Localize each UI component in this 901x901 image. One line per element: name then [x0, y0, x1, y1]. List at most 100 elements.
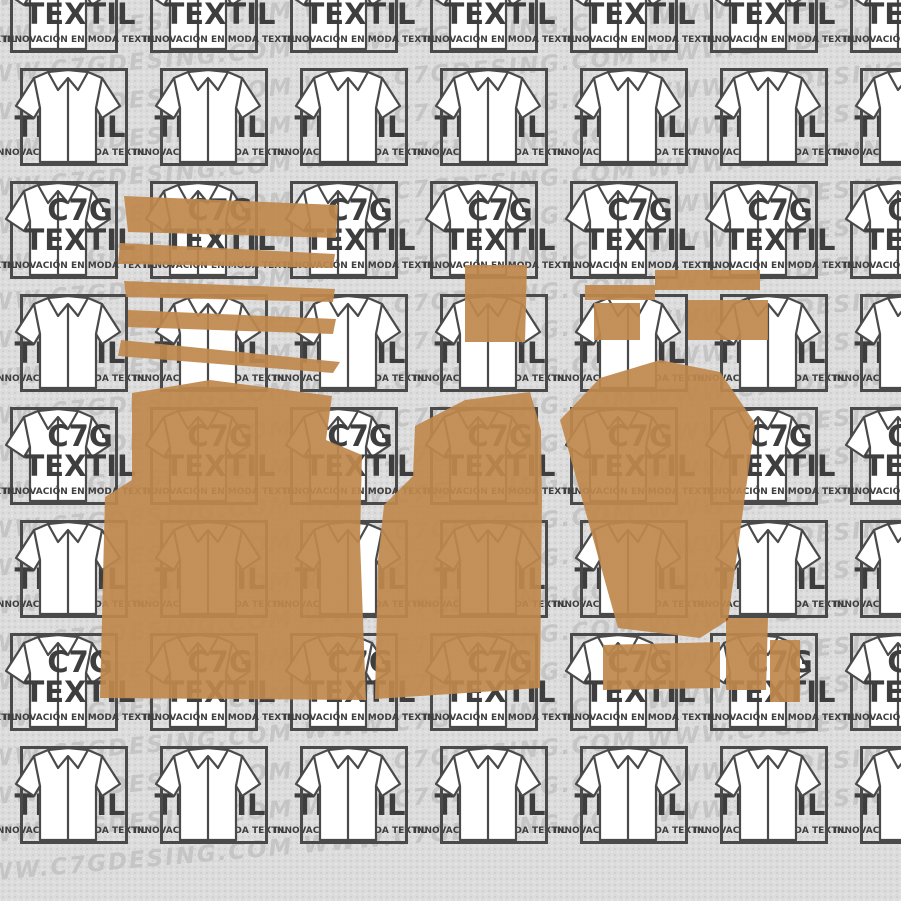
- brand-tagline: INNOVACIÓN EN MODA TEXTIL: [0, 261, 17, 271]
- shirt-icon: [14, 0, 102, 51]
- shirt-icon: [14, 746, 122, 842]
- brand-title-line1: C7G: [47, 193, 113, 227]
- shirt-icon: [4, 181, 112, 277]
- brand-title-line2: TEXTIL: [444, 223, 556, 257]
- brand-tagline: INNOVACIÓN EN MODA TEXTIL: [703, 713, 857, 723]
- cuff-pieces-piece: [770, 640, 800, 702]
- brand-tagline: INNOVACIÓN EN MODA TEXTIL: [423, 35, 577, 45]
- brand-tagline: INNOVACIÓN EN MODA TEXTIL: [703, 35, 857, 45]
- shirt-icon: [434, 68, 542, 164]
- brand-tagline: INNOVACIÓN EN MODA TEXTIL: [283, 35, 437, 45]
- brand-tagline: INNOVACIÓN EN MODA TEXTIL: [843, 713, 901, 723]
- shirt-icon: [844, 633, 901, 729]
- shirt-frame: [850, 181, 901, 279]
- shirt-icon: [574, 746, 682, 842]
- brand-title-line1: C7G: [47, 419, 113, 453]
- shirt-icon: [844, 181, 901, 277]
- brand-title-line2: TEXTIL: [304, 0, 416, 31]
- brand-tagline: INNOVACIÓN EN MODA TEXTIL: [283, 713, 437, 723]
- brand-tagline: INNOVACIÓN EN MODA TEXTIL: [703, 487, 857, 497]
- shirt-icon: [434, 0, 522, 51]
- shirt-icon: [154, 0, 242, 51]
- brand-tagline: INNOVACIÓN EN MODA TEXTIL: [0, 487, 17, 497]
- brand-logo-tile: C7G TEXTIL INNOVACIÓN EN MODA TEXTIL: [560, 181, 818, 301]
- brand-tagline: INNOVACIÓN EN MODA TEXTIL: [143, 35, 297, 45]
- shirt-frame: [150, 0, 258, 53]
- shirt-icon: [844, 407, 901, 503]
- collar-band-piece: [118, 340, 340, 373]
- collar-band-piece: [118, 243, 335, 268]
- brand-title-line2: TEXTIL: [584, 223, 696, 257]
- shirt-icon: [854, 295, 901, 390]
- shirt-frame: [570, 0, 678, 53]
- brand-title-line1: C7G: [747, 419, 813, 453]
- brand-tagline: INNOVACIÓN EN MODA TEXTIL: [563, 261, 717, 271]
- shirt-icon: [294, 68, 402, 164]
- shirt-icon: [714, 746, 822, 842]
- shirt-icon: [854, 521, 901, 616]
- shirt-icon: [854, 747, 901, 842]
- brand-tagline: INNOVACIÓN EN MODA TEXTIL: [843, 261, 901, 271]
- shirt-frame: [850, 633, 901, 731]
- brand-tagline: INNOVACIÓN EN MODA TEXTIL: [3, 487, 157, 497]
- brand-title-line2: TEXTIL: [24, 0, 136, 31]
- shirt-icon: [154, 68, 262, 164]
- brand-title-line2: TEXTIL: [724, 0, 836, 31]
- shirt-icon: [564, 181, 672, 277]
- shirt-frame: [850, 0, 901, 53]
- brand-title-line1: C7G: [747, 193, 813, 227]
- brand-tagline: INNOVACIÓN EN MODA TEXTIL: [0, 35, 17, 45]
- brand-title-line1: C7G: [887, 419, 901, 453]
- brand-tagline: INNOVACIÓN EN MODA TEXTIL: [0, 713, 17, 723]
- shirt-icon: [574, 0, 662, 51]
- shirt-frame: [710, 0, 818, 53]
- shirt-icon: [714, 0, 802, 51]
- brand-title-line2: TEXTIL: [864, 449, 901, 483]
- shirt-frame: [290, 0, 398, 53]
- brand-tagline: INNOVACIÓN EN MODA TEXTIL: [843, 35, 901, 45]
- front-panel-left-piece: [100, 380, 366, 700]
- shirt-icon: [424, 181, 532, 277]
- brand-title-line2: TEXTIL: [864, 675, 901, 709]
- brand-title-line2: TEXTIL: [164, 0, 276, 31]
- brand-tagline: INNOVACIÓN EN MODA TEXTIL: [143, 261, 297, 271]
- sleeve-piece: [560, 360, 755, 638]
- shirt-frame: [850, 407, 901, 505]
- shirt-icon: [4, 407, 112, 503]
- cuff-pieces-piece: [726, 618, 768, 690]
- shirt-icon: [14, 68, 122, 164]
- back-yoke-piece: [594, 303, 640, 340]
- brand-title-line2: TEXTIL: [444, 0, 556, 31]
- brand-title-line2: TEXTIL: [24, 223, 136, 257]
- collar-strip-piece: [124, 281, 335, 302]
- shirt-icon: [14, 294, 122, 390]
- shirt-icon: [14, 520, 122, 616]
- brand-title-line2: TEXTIL: [24, 449, 136, 483]
- placket-piece: [585, 285, 655, 300]
- shirt-frame: [10, 0, 118, 53]
- front-panel-right-piece: [375, 392, 542, 699]
- collar-top-piece: [124, 196, 338, 238]
- collar-strip-piece: [128, 310, 336, 334]
- brand-tagline: INNOVACIÓN EN MODA TEXTIL: [843, 487, 901, 497]
- brand-tagline: INNOVACIÓN EN MODA TEXTIL: [833, 826, 901, 836]
- brand-tagline: INNOVACIÓN EN MODA TEXTIL: [833, 600, 901, 610]
- shirt-icon: [4, 633, 112, 729]
- shirt-icon: [714, 68, 822, 164]
- shirt-icon: [854, 0, 901, 51]
- shirt-icon: [154, 746, 262, 842]
- cuff-pieces-piece: [603, 642, 720, 690]
- shirt-frame: [860, 294, 901, 392]
